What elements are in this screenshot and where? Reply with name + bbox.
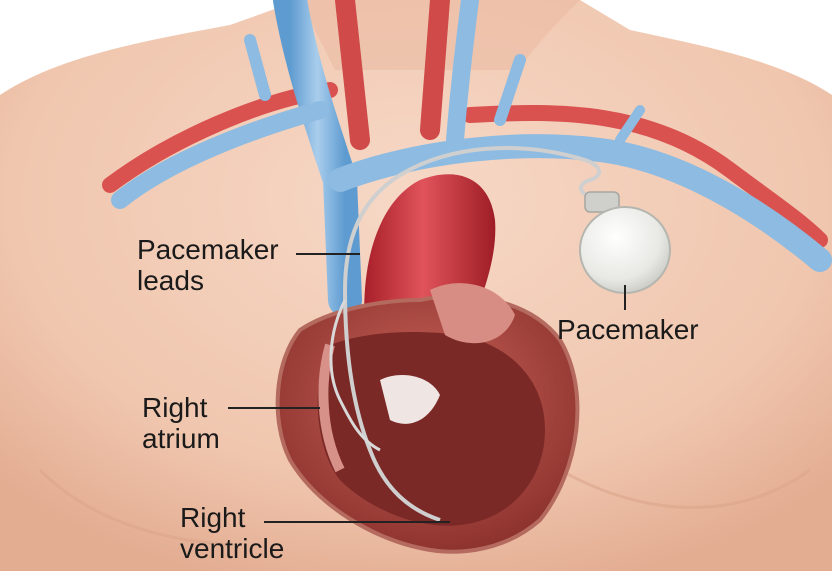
label-pacemaker-leads-line2: leads bbox=[137, 265, 279, 296]
label-pacemaker: Pacemaker bbox=[557, 314, 699, 345]
label-pacemaker-leads: Pacemaker leads bbox=[137, 234, 279, 296]
label-right-ventricle-line1: Right bbox=[180, 502, 284, 533]
label-right-atrium-line1: Right bbox=[142, 392, 220, 423]
label-pacemaker-text: Pacemaker bbox=[557, 314, 699, 345]
label-right-atrium: Right atrium bbox=[142, 392, 220, 454]
label-right-ventricle-line2: ventricle bbox=[180, 533, 284, 564]
label-right-atrium-line2: atrium bbox=[142, 423, 220, 454]
label-pacemaker-leads-line1: Pacemaker bbox=[137, 234, 279, 265]
label-right-ventricle: Right ventricle bbox=[180, 502, 284, 564]
